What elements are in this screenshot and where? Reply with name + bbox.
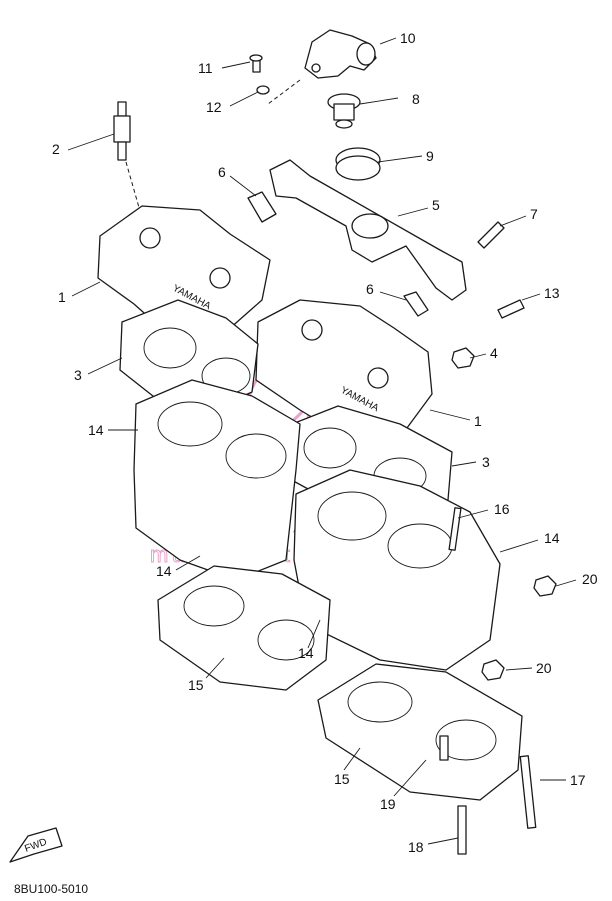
callout-7: 7	[530, 206, 538, 222]
callout-11: 11	[198, 60, 213, 76]
callout-4: 4	[490, 345, 498, 361]
nut-20-upper	[533, 575, 557, 597]
callout-14-b: 14	[544, 530, 560, 546]
thermostat-cover	[304, 29, 377, 79]
exhaust-cover	[269, 159, 467, 301]
base-gasket-upper	[157, 565, 331, 691]
stud-16	[448, 507, 462, 551]
callout-20-lower: 20	[536, 660, 552, 676]
stud-18	[457, 805, 467, 855]
callout-17: 17	[570, 772, 586, 788]
callout-8: 8	[412, 91, 420, 107]
washer-12	[256, 85, 270, 95]
bolt-7	[477, 221, 505, 249]
callout-15-lower: 15	[334, 771, 350, 787]
thermostat	[327, 93, 361, 129]
callout-19: 19	[380, 796, 396, 812]
nut-20-lower	[481, 659, 505, 681]
dowel-19	[439, 735, 449, 761]
callout-9: 9	[426, 148, 434, 164]
callout-6-lower: 6	[366, 281, 374, 297]
cylinder-head-upper: YAMAHA	[97, 205, 271, 337]
callout-10: 10	[400, 30, 416, 46]
callout-1-upper: 1	[58, 289, 66, 305]
callout-3-lower: 3	[482, 454, 490, 470]
nut-4	[451, 347, 475, 369]
cylinder-head-lower: YAMAHA	[255, 299, 433, 441]
callout-5: 5	[432, 197, 440, 213]
callout-1-lower: 1	[474, 413, 482, 429]
callout-14-d: 14	[298, 645, 314, 661]
callout-13: 13	[544, 285, 560, 301]
gasket-6a	[247, 191, 277, 223]
bolt-11	[249, 54, 263, 73]
callout-18: 18	[408, 839, 424, 855]
spark-plug	[113, 101, 131, 161]
head-gasket-upper	[119, 299, 259, 411]
callout-15-upper: 15	[188, 677, 204, 693]
callout-14-a: 14	[88, 422, 104, 438]
callout-3-upper: 3	[74, 367, 82, 383]
callout-16: 16	[494, 501, 510, 517]
stud-17	[519, 755, 537, 829]
callout-2: 2	[52, 141, 60, 157]
callout-14-c: 14	[156, 563, 172, 579]
callout-6-upper: 6	[218, 164, 226, 180]
callout-labels: 10 11 12 8 2 9 6 5 7 1 13 6 3 4 1 14 3 1…	[52, 30, 598, 855]
cylinder-block-upper	[133, 379, 301, 581]
callout-20-upper: 20	[582, 571, 598, 587]
fwd-arrow-icon: FWD	[9, 827, 63, 863]
leader-lines	[67, 37, 577, 845]
gasket-6b	[403, 291, 429, 317]
gasket-ring	[335, 147, 381, 181]
drawing-code: 8BU100-5010	[14, 882, 88, 896]
callout-12: 12	[206, 99, 222, 115]
bolt-13	[497, 299, 525, 319]
